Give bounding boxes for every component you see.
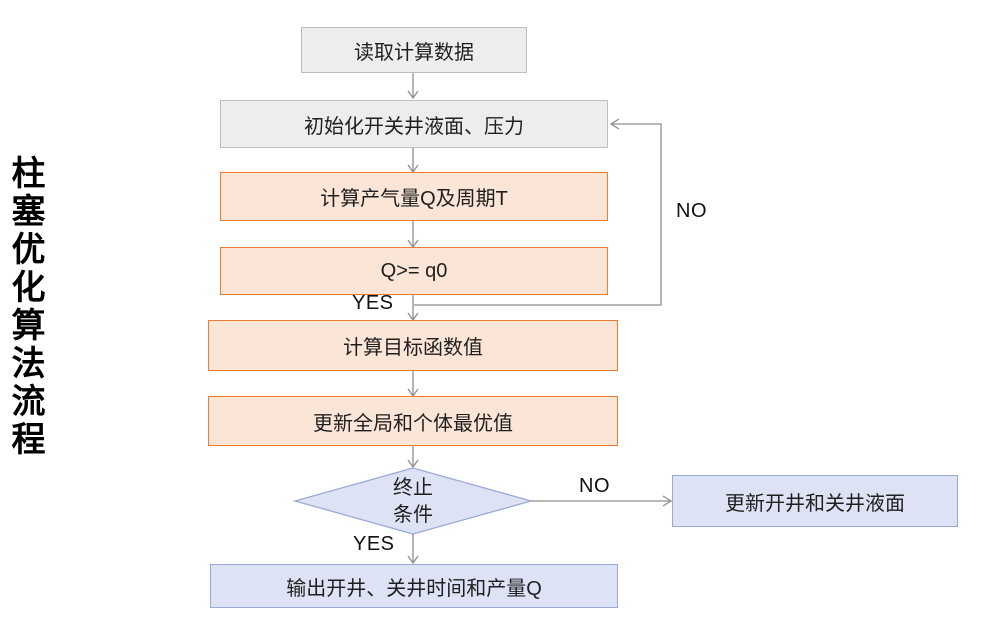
flow-node-update-well-levels: 更新开井和关井液面 [672, 475, 958, 527]
terminate-diamond-label: 终止 条件 [333, 474, 493, 530]
arrow-calcobjective-to-updatebest [407, 371, 419, 398]
arrow-no-feedback-loop [414, 118, 662, 306]
terminate-label-line1: 终止 [393, 477, 433, 499]
edge-label-yes-condition: YES [352, 292, 394, 314]
arrow-updatebest-to-terminate [407, 446, 419, 469]
arrow-init-to-calcq [407, 148, 419, 174]
edge-label-no-feedback: NO [676, 200, 707, 222]
flow-node-calc-objective: 计算目标函数值 [208, 320, 618, 371]
arrow-calcq-to-condition [407, 221, 419, 249]
arrow-condition-to-calcobjective [407, 295, 419, 322]
arrow-read-to-init [407, 73, 419, 100]
flow-node-calc-gas-production: 计算产气量Q及周期T [220, 172, 608, 221]
edge-label-yes-terminate: YES [353, 533, 395, 555]
arrow-terminate-to-output [407, 534, 419, 565]
flow-node-read-data: 读取计算数据 [301, 27, 527, 73]
terminate-label-line2: 条件 [393, 504, 433, 526]
flow-node-condition-q: Q>= q0 [220, 247, 608, 295]
edge-label-no-terminate: NO [579, 475, 610, 497]
arrow-terminate-to-updatelevels [531, 495, 673, 507]
diagram-title: 柱塞优化算法流程 [6, 155, 44, 459]
flow-node-output-result: 输出开井、关井时间和产量Q [210, 564, 618, 608]
flow-node-initialize: 初始化开关井液面、压力 [220, 100, 608, 148]
flow-node-update-best-values: 更新全局和个体最优值 [208, 396, 618, 446]
